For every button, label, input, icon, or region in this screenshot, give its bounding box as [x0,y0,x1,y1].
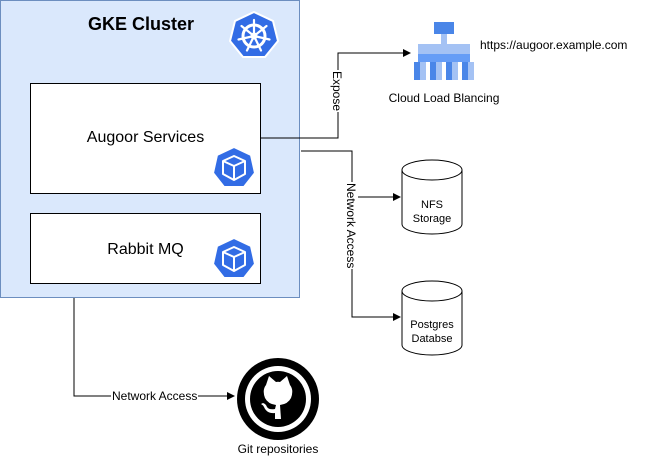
git-repositories-label: Git repositories [237,442,319,456]
network-access-label: Network Access [344,182,358,270]
postgres-database-label: Postgres Databse [410,319,454,345]
expose-label: Expose [330,70,344,113]
rabbit-mq-label: Rabbit MQ [107,241,184,258]
load-balancer-label: Cloud Load Blancing [388,91,500,105]
service-url: https://augoor.example.com [480,38,628,52]
augoor-services-label: Augoor Services [86,129,205,146]
git-connector [73,298,235,400]
pod-cube-icon [211,236,257,279]
postgres-connector [351,197,401,321]
nfs-storage-cylinder [401,159,463,235]
pod-cube-icon [211,145,257,188]
github-icon [237,358,319,440]
network-access-label: Network Access [111,389,199,403]
postgres-database-cylinder [401,280,463,356]
nfs-storage-label: NFS Storage [412,199,452,225]
load-balancer-icon [414,22,474,80]
nfs-connector [301,150,401,201]
cluster-title: GKE Cluster [88,14,195,34]
kubernetes-icon [228,10,280,58]
